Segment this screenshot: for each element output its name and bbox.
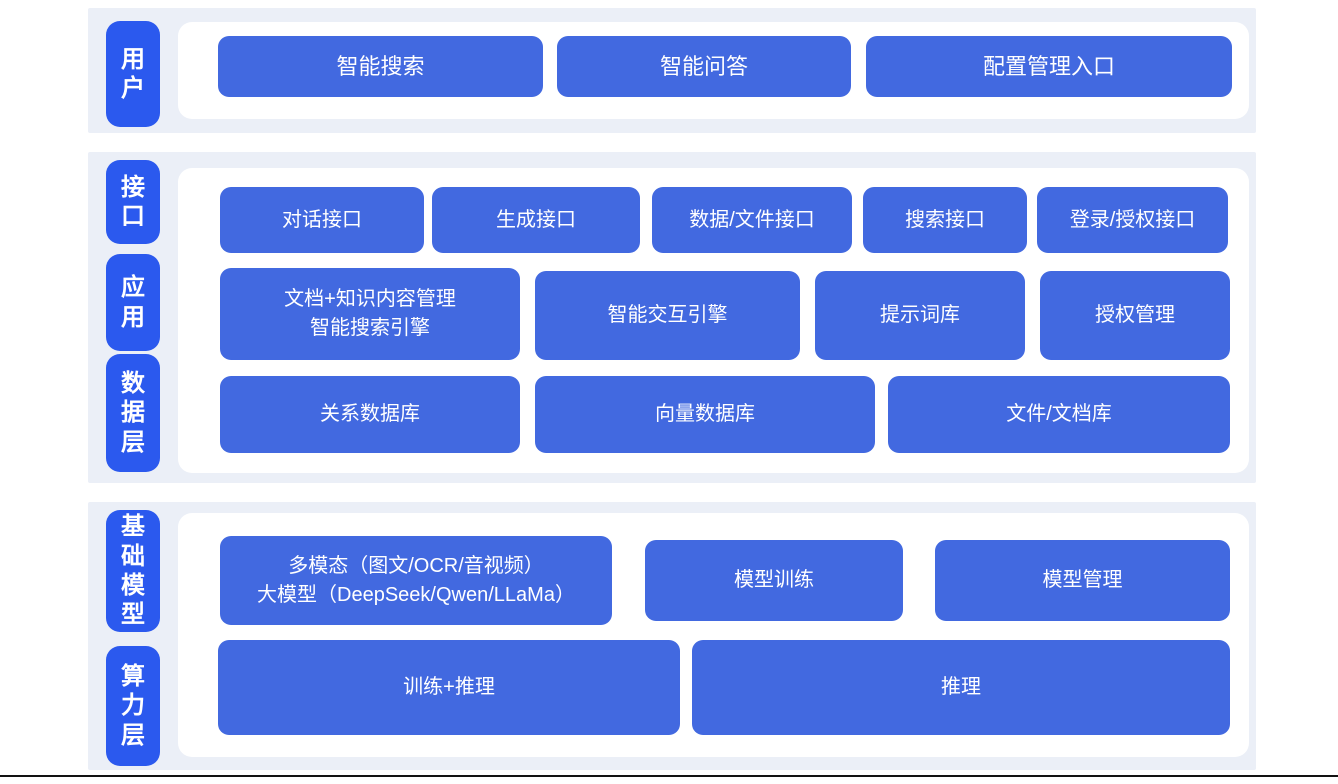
block-training-inference: 训练+推理	[218, 640, 680, 735]
block-model-management: 模型管理	[935, 540, 1230, 621]
layer-label-compute-text: 算力层	[121, 663, 145, 749]
block-generation-api: 生成接口	[432, 187, 640, 253]
block-inference: 推理	[692, 640, 1230, 735]
block-dialog-api: 对话接口	[220, 187, 424, 253]
block-relational-db: 关系数据库	[220, 376, 520, 453]
layer-label-foundation-model-text: 基础模型	[121, 513, 145, 629]
layer-label-application: 应用	[106, 254, 160, 351]
layer-label-user-text: 用户	[121, 45, 145, 102]
block-doc-knowledge-search-engine: 文档+知识内容管理 智能搜索引擎	[220, 268, 520, 360]
layer-label-data-text: 数据层	[121, 370, 145, 456]
block-model-training: 模型训练	[645, 540, 903, 621]
layer-label-interface-text: 接口	[121, 173, 145, 230]
layer-label-compute: 算力层	[106, 646, 160, 766]
layer-label-application-text: 应用	[121, 274, 145, 331]
block-config-management-entry: 配置管理入口	[866, 36, 1232, 97]
block-auth-management: 授权管理	[1040, 271, 1230, 360]
block-login-auth-api: 登录/授权接口	[1037, 187, 1228, 253]
block-smart-qa: 智能问答	[557, 36, 851, 97]
layer-label-interface: 接口	[106, 160, 160, 244]
block-multimodal-llm: 多模态（图文/OCR/音视频） 大模型（DeepSeek/Qwen/LLaMa）	[220, 536, 612, 625]
block-file-doc-store: 文件/文档库	[888, 376, 1230, 453]
block-search-api: 搜索接口	[863, 187, 1027, 253]
block-data-file-api: 数据/文件接口	[652, 187, 852, 253]
block-smart-search: 智能搜索	[218, 36, 543, 97]
block-prompt-library: 提示词库	[815, 271, 1025, 360]
layer-label-foundation-model: 基础模型	[106, 510, 160, 632]
layer-label-data: 数据层	[106, 354, 160, 472]
block-vector-db: 向量数据库	[535, 376, 875, 453]
bottom-divider	[0, 775, 1338, 777]
block-interactive-engine: 智能交互引擎	[535, 271, 800, 360]
layer-label-user: 用户	[106, 21, 160, 127]
